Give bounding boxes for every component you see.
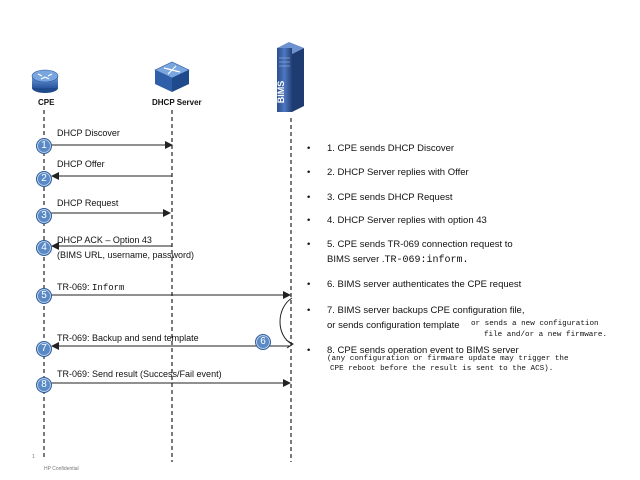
step-circle-8: 8 [36, 377, 52, 393]
bullet-item-8-line3-mono: CPE reboot before the result is sent to … [330, 365, 554, 373]
bullet-item-7-line3-mono: file and/or a new firmware. [484, 331, 608, 339]
server-tower-icon: BIMS [276, 42, 304, 112]
message-label-4: DHCP ACK – Option 43 [57, 235, 152, 245]
message-label-5-prefix: TR-069: [57, 282, 93, 292]
step-circle-4: 4 [36, 240, 52, 256]
step-circle-1: 1 [36, 138, 52, 154]
bullet-dot: • [307, 143, 311, 154]
bullet-item-7-line2-mono: or sends a new configuration [471, 320, 599, 328]
bullet-dot: • [307, 305, 311, 316]
confidential-note: HP Confidential [44, 466, 79, 472]
bullet-dot: • [307, 167, 311, 178]
actor-label-dhcp: DHCP Server [152, 98, 202, 107]
message-label-1: DHCP Discover [57, 128, 120, 138]
step-circle-3: 3 [36, 208, 52, 224]
bullet-dot: • [307, 279, 311, 290]
bullet-item-5-line2: BIMS server .TR-069:inform. [327, 254, 469, 266]
bullet-text: 8. CPE sends operation event to BIMS ser… [327, 345, 519, 356]
bullet-dot: • [307, 192, 311, 203]
bullet-item-8-line2-mono: (any configuration or firmware update ma… [327, 355, 569, 363]
page-number: 1 [32, 454, 35, 460]
message-sublabel-4: (BIMS URL, username, password) [57, 250, 195, 260]
step-circle-7: 7 [36, 341, 52, 357]
message-label-3: DHCP Request [57, 198, 119, 208]
message-label-8: TR-069: Send result (Success/Fail event) [57, 369, 222, 379]
message-label-7: TR-069: Backup and send template [57, 333, 199, 343]
bullet-text: 3. CPE sends DHCP Request [327, 192, 453, 203]
step-circle-6: 6 [255, 334, 271, 350]
message-label-5-mono: Inform [92, 283, 125, 293]
self-loop-step-6 [279, 297, 293, 345]
bullet-line2-text: or sends configuration template [327, 320, 460, 331]
message-label-2: DHCP Offer [57, 159, 105, 169]
bullet-text: 1. CPE sends DHCP Discover [327, 143, 455, 154]
bullet-dot: • [307, 345, 311, 356]
step-circle-5: 5 [36, 288, 52, 304]
bullet-line2-mono: TR-069:inform. [384, 255, 469, 266]
bullet-dot: • [307, 215, 311, 226]
bullet-text: 7. BIMS server backups CPE configuration… [327, 305, 525, 316]
message-label-5: TR-069: Inform [57, 282, 124, 293]
bullet-item-7-line2: or sends configuration template [327, 320, 460, 331]
step-circle-2: 2 [36, 171, 52, 187]
bullet-text: 4. DHCP Server replies with option 43 [327, 215, 487, 226]
switch-icon [154, 61, 190, 92]
bullet-text: 6. BIMS server authenticates the CPE req… [327, 279, 522, 290]
bullet-line2-text: BIMS server . [327, 254, 385, 265]
bullet-text: 2. DHCP Server replies with Offer [327, 167, 469, 178]
actor-label-cpe: CPE [38, 98, 55, 107]
server-icon-label: BIMS [276, 81, 286, 104]
bullet-text: 5. CPE sends TR-069 connection request t… [327, 239, 513, 250]
bullet-dot: • [307, 239, 311, 250]
router-icon [31, 69, 59, 93]
